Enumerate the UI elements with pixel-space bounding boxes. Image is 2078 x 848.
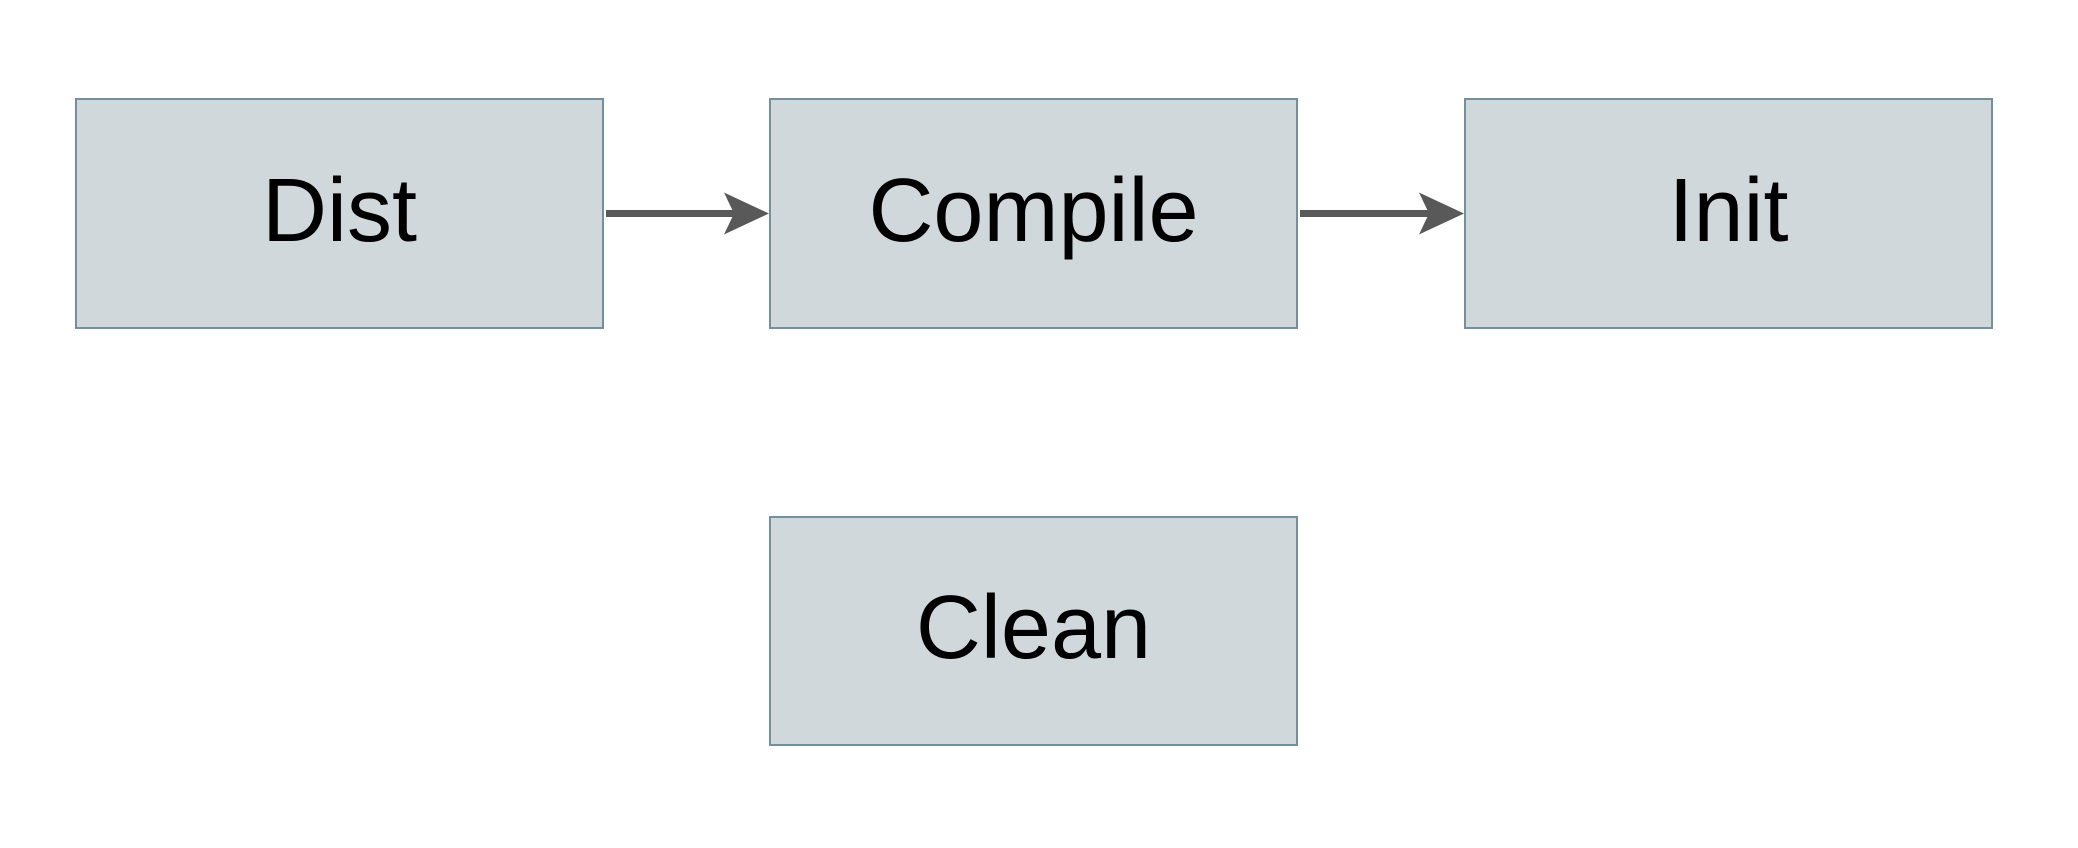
node-clean: Clean [769,516,1298,746]
node-clean-label: Clean [915,578,1152,678]
node-init-label: Init [1668,160,1789,261]
node-init: Init [1464,98,1993,329]
arrow-dist-to-compile [606,192,769,235]
arrowhead-icon [1419,192,1464,235]
node-dist: Dist [75,98,604,329]
arrow-compile-to-init [1300,192,1464,235]
node-compile-label: Compile [868,160,1199,261]
node-compile: Compile [769,98,1298,329]
arrowhead-icon [724,192,769,235]
node-dist-label: Dist [262,160,417,261]
